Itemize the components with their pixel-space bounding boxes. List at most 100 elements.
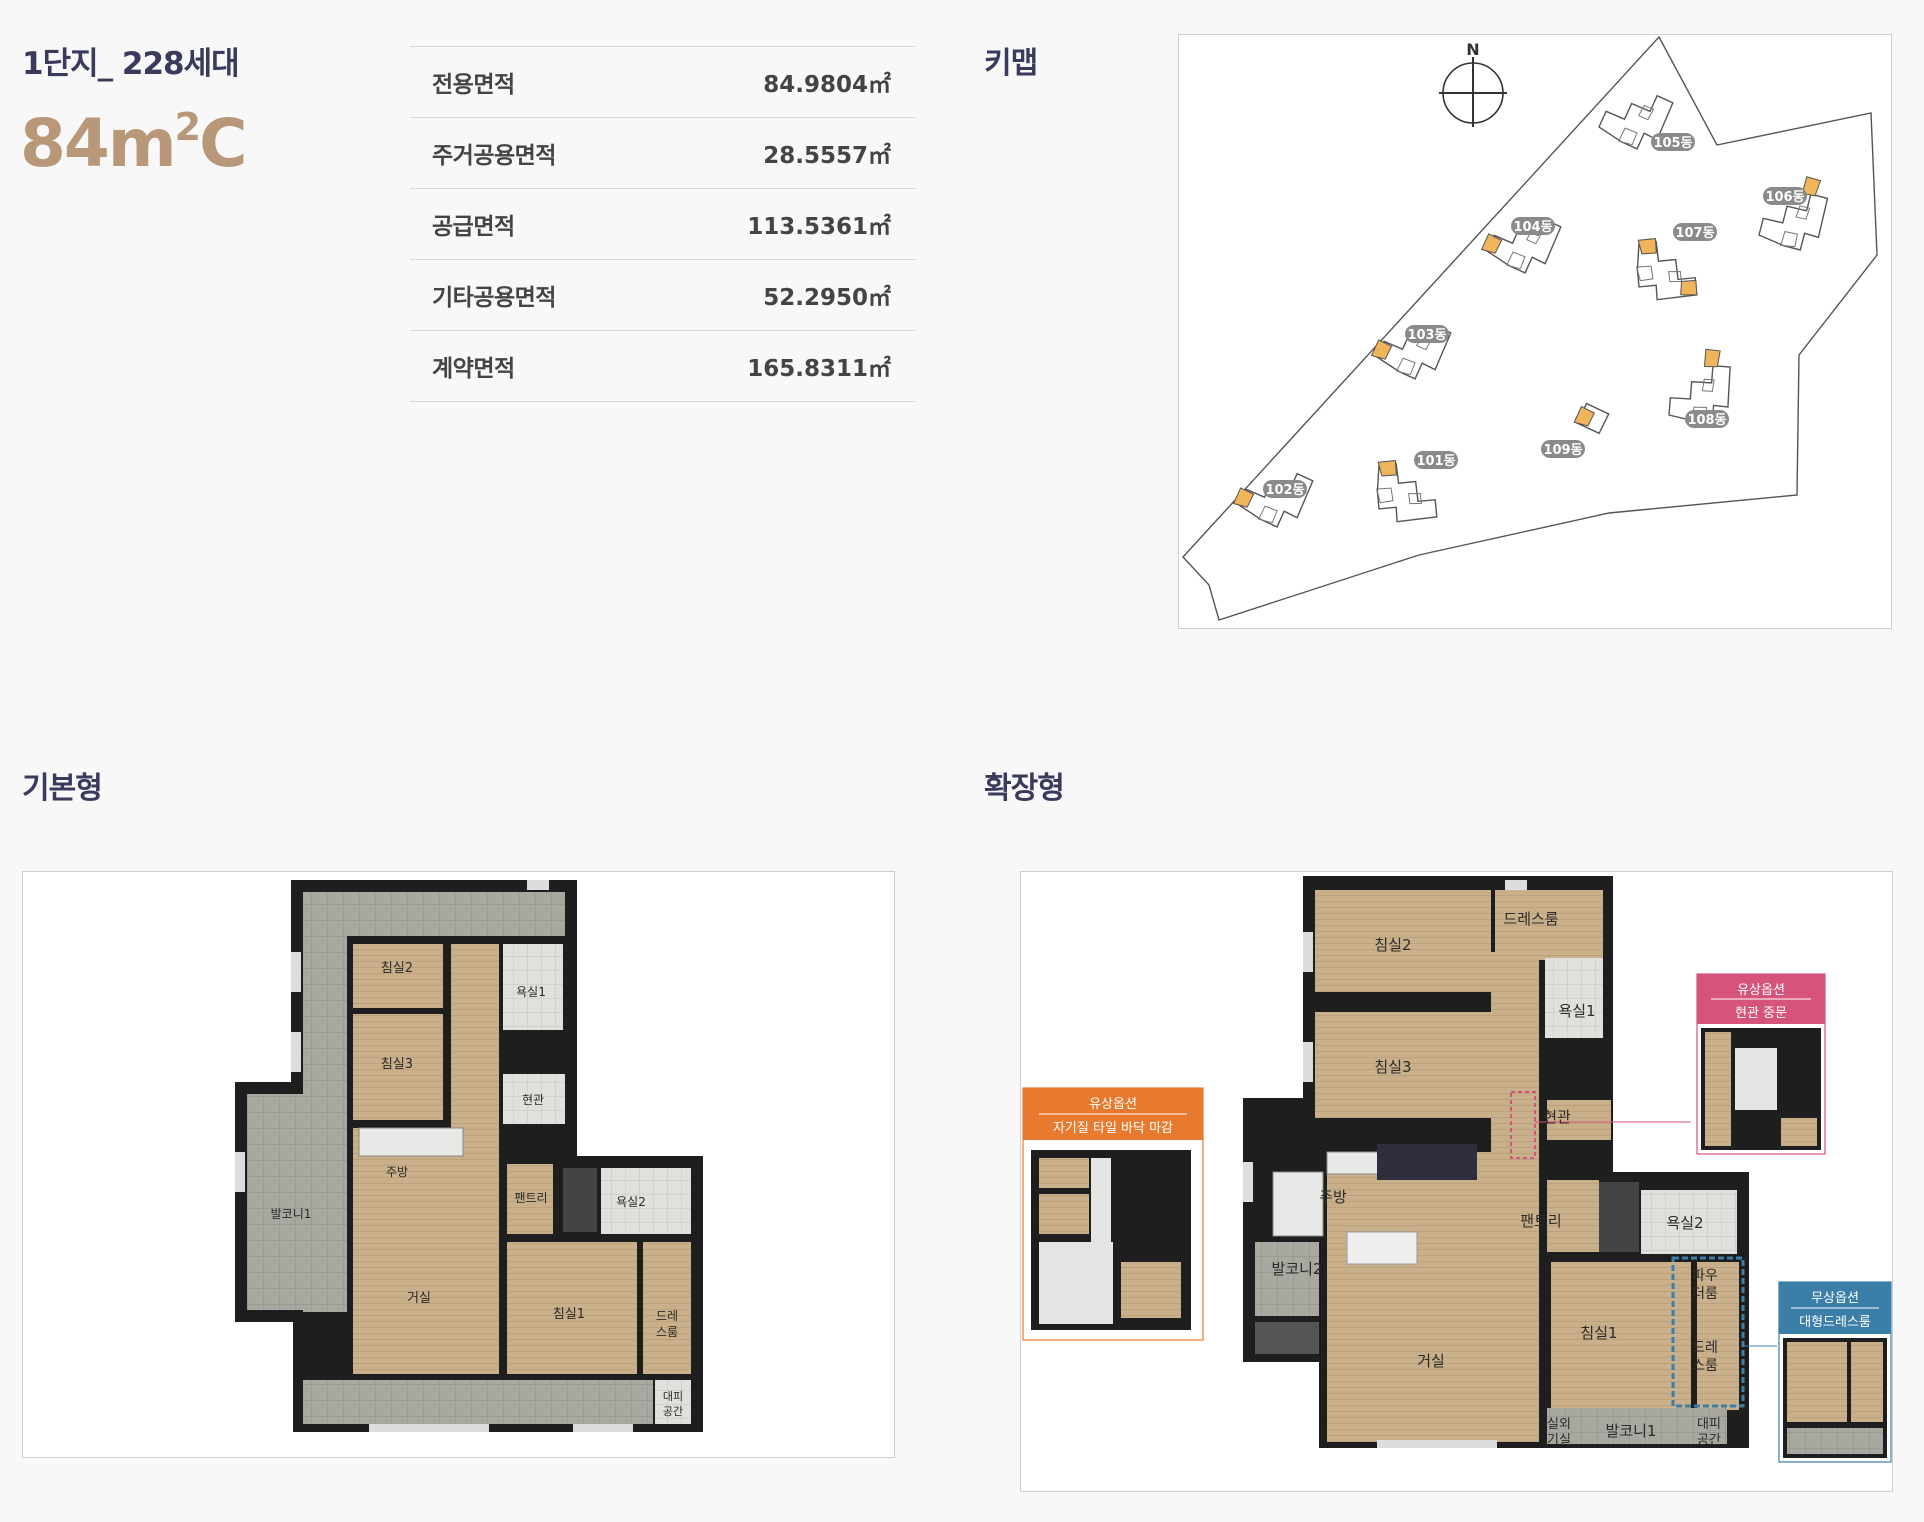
area-value: 52.2950㎡ xyxy=(763,285,891,311)
room-labels: 침실2 침실3 욕실1 현관 주방 팬트리 욕실2 발코니1 거실 침실1 드레… xyxy=(271,961,684,1418)
area-label: 계약면적 xyxy=(432,356,515,382)
north-compass-icon: N xyxy=(1439,40,1507,127)
option-title: 유상옵션 xyxy=(1089,1097,1137,1112)
area-value: 28.5557㎡ xyxy=(763,143,891,169)
room-label: 거실 xyxy=(1417,1352,1445,1370)
area-table: 전용면적 84.9804㎡ 주거공용면적 28.5557㎡ 공급면적 113.5361… xyxy=(410,46,915,402)
area-row: 전용면적 84.9804㎡ xyxy=(410,47,915,118)
svg-text:105동: 105동 xyxy=(1653,136,1692,151)
building-label: 109동 xyxy=(1541,440,1585,458)
room-label: 드레스룸 xyxy=(1503,910,1558,928)
room-label: 더룸 xyxy=(1692,1286,1718,1302)
basic-title: 기본형 xyxy=(22,771,103,806)
area-value: 84.9804㎡ xyxy=(763,72,891,98)
area-row: 계약면적 165.8311㎡ xyxy=(410,331,915,402)
option-desc: 대형드레스룸 xyxy=(1799,1315,1871,1330)
svg-text:108동: 108동 xyxy=(1687,413,1726,428)
room-label: 스룸 xyxy=(1692,1358,1718,1374)
room-label: 현관 xyxy=(1543,1108,1571,1126)
room-label: 발코니2 xyxy=(1272,1260,1323,1278)
keymap-svg: N xyxy=(1182,35,1878,621)
basic-floorplan-svg: 침실2 침실3 욕실1 현관 주방 팬트리 욕실2 발코니1 거실 침실1 드레… xyxy=(235,880,703,1432)
building-label: 103동 xyxy=(1405,325,1449,343)
basic-floorplan-panel: 침실2 침실3 욕실1 현관 주방 팬트리 욕실2 발코니1 거실 침실1 드레… xyxy=(22,871,895,1458)
area-row: 기타공용면적 52.2950㎡ xyxy=(410,260,915,331)
svg-text:106동: 106동 xyxy=(1765,190,1804,205)
room-label: 침실2 xyxy=(381,961,413,976)
room-label: 침실1 xyxy=(1580,1324,1617,1342)
floorplan-walls xyxy=(1058,876,1777,1448)
keymap-panel: N xyxy=(1178,34,1892,629)
area-value: 113.5361㎡ xyxy=(747,214,891,240)
option-title: 무상옵션 xyxy=(1811,1291,1859,1306)
room-label: 공간 xyxy=(663,1405,683,1418)
building-109[interactable] xyxy=(1569,397,1614,442)
option-desc: 자기질 타일 바닥 마감 xyxy=(1053,1121,1173,1136)
room-label: 침실2 xyxy=(1374,936,1411,954)
building-106[interactable] xyxy=(1750,172,1848,267)
building-102[interactable] xyxy=(1229,455,1326,542)
room-label: 실외 xyxy=(1547,1417,1571,1432)
area-row: 공급면적 113.5361㎡ xyxy=(410,189,915,260)
area-label: 주거공용면적 xyxy=(432,143,556,169)
area-row: 주거공용면적 28.5557㎡ xyxy=(410,118,915,189)
room-label: 대피 xyxy=(1697,1417,1721,1432)
room-label: 침실1 xyxy=(553,1307,585,1322)
building-label: 101동 xyxy=(1414,451,1458,469)
room-label: 파우 xyxy=(1692,1268,1718,1284)
keymap-title: 키맵 xyxy=(984,46,1038,81)
extended-floorplan-panel: 유상옵션 자기질 타일 바닥 마감 유상옵션 현관 중문 무상옵션 대형 xyxy=(1020,871,1893,1492)
area-label: 기타공용면적 xyxy=(432,285,556,311)
building-108[interactable] xyxy=(1658,343,1752,442)
svg-text:102동: 102동 xyxy=(1265,483,1304,498)
building-104[interactable] xyxy=(1477,201,1574,288)
room-labels: 침실2 드레스룸 욕실1 침실3 현관 주방 팬트리 욕실2 발코니2 파우 더… xyxy=(1272,910,1721,1448)
building-103[interactable] xyxy=(1367,307,1464,394)
room-label: 침실3 xyxy=(381,1057,413,1072)
site-outline xyxy=(1182,35,1878,621)
room-label: 욕실2 xyxy=(616,1195,646,1209)
north-label: N xyxy=(1466,40,1479,59)
option-paid-door[interactable]: 유상옵션 현관 중문 xyxy=(1696,973,1826,1155)
svg-text:103동: 103동 xyxy=(1407,328,1446,343)
building-label: 108동 xyxy=(1685,410,1729,428)
unit-type: 84m2C xyxy=(20,105,248,182)
room-label: 주방 xyxy=(386,1165,408,1179)
room-label: 침실3 xyxy=(1374,1058,1411,1076)
option-paid-tile[interactable]: 유상옵션 자기질 타일 바닥 마감 xyxy=(1022,1087,1204,1341)
building-label: 107동 xyxy=(1673,223,1717,241)
room-label: 드레 xyxy=(656,1309,678,1323)
building-107[interactable] xyxy=(1617,232,1711,317)
room-label: 기실 xyxy=(1547,1433,1571,1448)
building-label: 104동 xyxy=(1511,217,1555,235)
area-value: 165.8311㎡ xyxy=(747,356,891,382)
room-label: 발코니1 xyxy=(1606,1422,1657,1440)
svg-text:109동: 109동 xyxy=(1543,443,1582,458)
option-free-dressroom[interactable]: 무상옵션 대형드레스룸 xyxy=(1778,1281,1892,1463)
room-label: 팬트리 xyxy=(1520,1212,1561,1230)
room-label: 주방 xyxy=(1319,1188,1347,1206)
room-label: 현관 xyxy=(522,1093,544,1107)
room-label: 발코니1 xyxy=(271,1207,312,1221)
room-label: 거실 xyxy=(407,1291,431,1306)
room-label: 욕실1 xyxy=(1558,1002,1595,1020)
area-label: 공급면적 xyxy=(432,214,515,240)
building-101[interactable] xyxy=(1357,454,1451,539)
floorplan-walls xyxy=(235,880,703,1432)
svg-text:101동: 101동 xyxy=(1416,454,1455,469)
building-label: 102동 xyxy=(1263,480,1307,498)
building-label: 106동 xyxy=(1763,187,1807,205)
option-desc: 현관 중문 xyxy=(1735,1006,1787,1021)
room-label: 공간 xyxy=(1697,1433,1721,1448)
building-label: 105동 xyxy=(1651,133,1695,151)
extended-floorplan-svg: 유상옵션 자기질 타일 바닥 마감 유상옵션 현관 중문 무상옵션 대형 xyxy=(1022,876,1892,1463)
room-label: 스룸 xyxy=(656,1325,678,1339)
room-label: 욕실2 xyxy=(1666,1214,1703,1232)
option-title: 유상옵션 xyxy=(1737,983,1785,998)
room-label: 드레 xyxy=(1692,1340,1718,1356)
room-label: 욕실1 xyxy=(516,985,546,999)
complex-title: 1단지_ 228세대 xyxy=(22,46,240,82)
area-label: 전용면적 xyxy=(432,72,515,98)
room-label: 팬트리 xyxy=(514,1191,547,1205)
room-label: 대피 xyxy=(663,1390,683,1403)
